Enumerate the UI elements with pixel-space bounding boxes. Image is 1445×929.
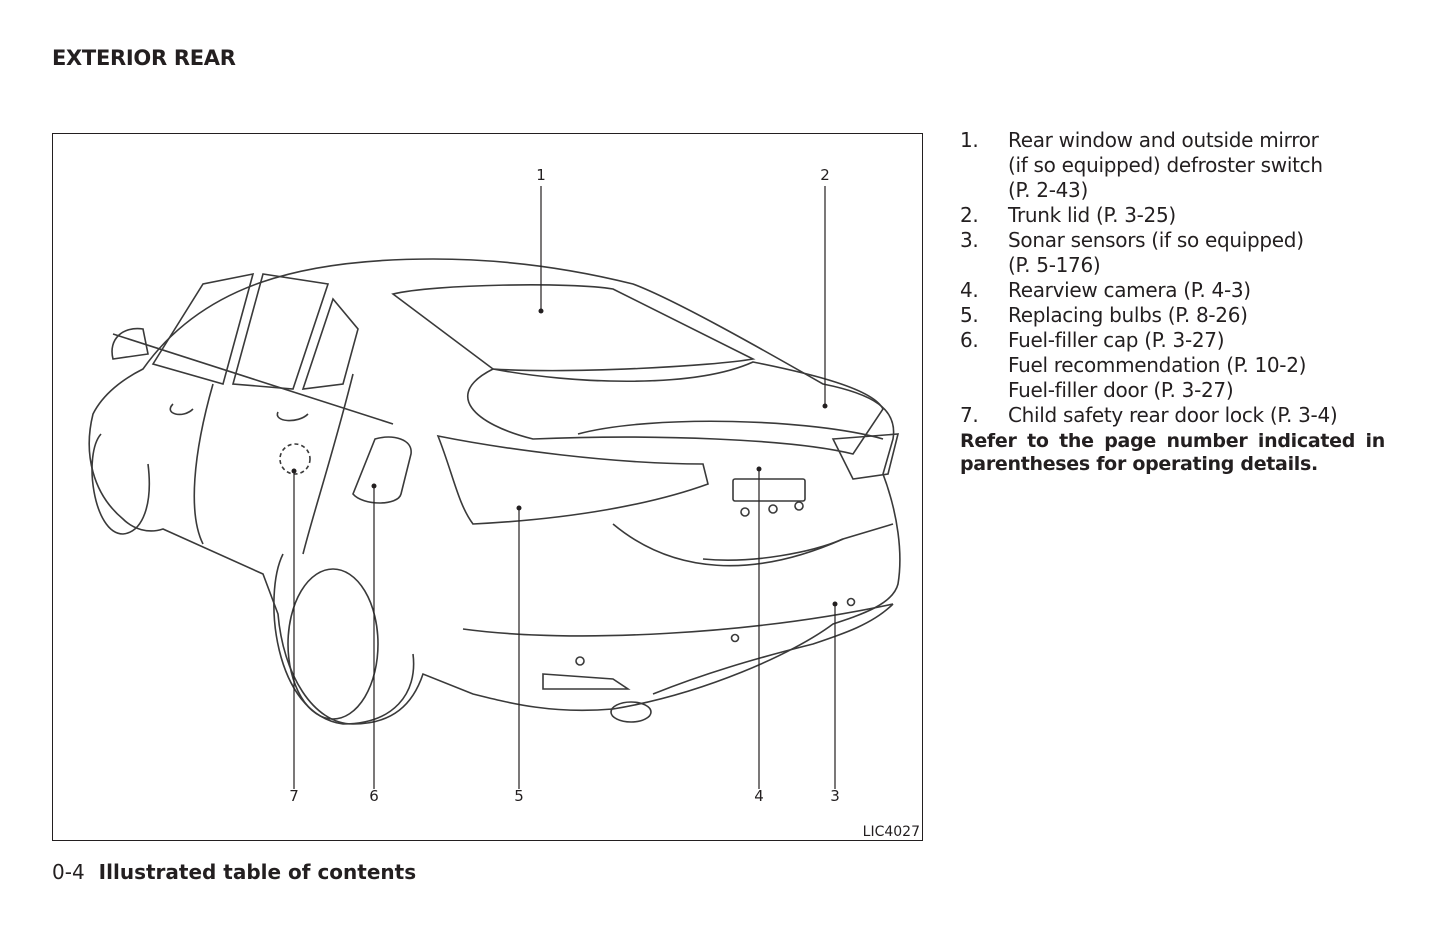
legend-list: 1. Rear window and outside mirror(if so e… [960,128,1385,476]
list-item: 5. Replacing bulbs (P. 8-26) [960,303,1385,328]
item-text: Replacing bulbs (P. 8-26) [1008,303,1248,327]
page-number: 0-4 [52,860,85,884]
car-rear-illustration [88,186,901,789]
list-item: 4. Rearview camera (P. 4-3) [960,278,1385,303]
item-number: 3. [960,228,979,252]
item-page-ref: (P. 5-176) [1008,253,1101,277]
item-text: Fuel recommendation (P. 10-2) [1008,353,1307,377]
reference-note: Refer to the page number indicated in pa… [960,430,1385,475]
callout-5: 5 [514,787,524,805]
callout-1: 1 [536,166,546,184]
item-number: 7. [960,403,979,427]
callout-2: 2 [820,166,830,184]
list-item: 1. Rear window and outside mirror(if so e… [960,128,1385,203]
item-text: Rearview camera (P. 4-3) [1008,278,1251,302]
item-number: 2. [960,203,979,227]
item-number: 1. [960,128,979,152]
section-title: Illustrated table of contents [98,860,417,884]
item-page-ref: (P. 2-43) [1008,178,1088,202]
callout-7: 7 [289,787,299,805]
item-text: (if so equipped) defroster switch [1008,153,1323,177]
list-item: 6. Fuel-filler cap (P. 3-27)Fuel recommen… [960,328,1385,403]
item-text: Child safety rear door lock (P. 3-4) [1008,403,1338,427]
list-item: 7. Child safety rear door lock (P. 3-4) [960,403,1385,428]
item-text: Sonar sensors (if so equipped) [1008,228,1304,252]
figure-id: LIC4027 [862,824,920,840]
item-text: Fuel-filler door (P. 3-27) [1008,378,1234,402]
callout-3: 3 [830,787,840,805]
list-item: 2. Trunk lid (P. 3-25) [960,203,1385,228]
callout-6: 6 [369,787,379,805]
item-text: Rear window and outside mirror [1008,128,1319,152]
list-item: 3. Sonar sensors (if so equipped)(P. 5-17… [960,228,1385,278]
exterior-rear-figure: 1 2 3 4 5 6 7 LIC4027 [52,133,923,841]
item-number: 4. [960,278,979,302]
item-text: Fuel-filler cap (P. 3-27) [1008,328,1225,352]
item-number: 5. [960,303,979,327]
item-text: Trunk lid (P. 3-25) [1008,203,1176,227]
page-footer: 0-4 Illustrated table of contents [52,860,416,884]
item-number: 6. [960,328,979,352]
page-title: EXTERIOR REAR [52,46,236,70]
callout-4: 4 [754,787,764,805]
